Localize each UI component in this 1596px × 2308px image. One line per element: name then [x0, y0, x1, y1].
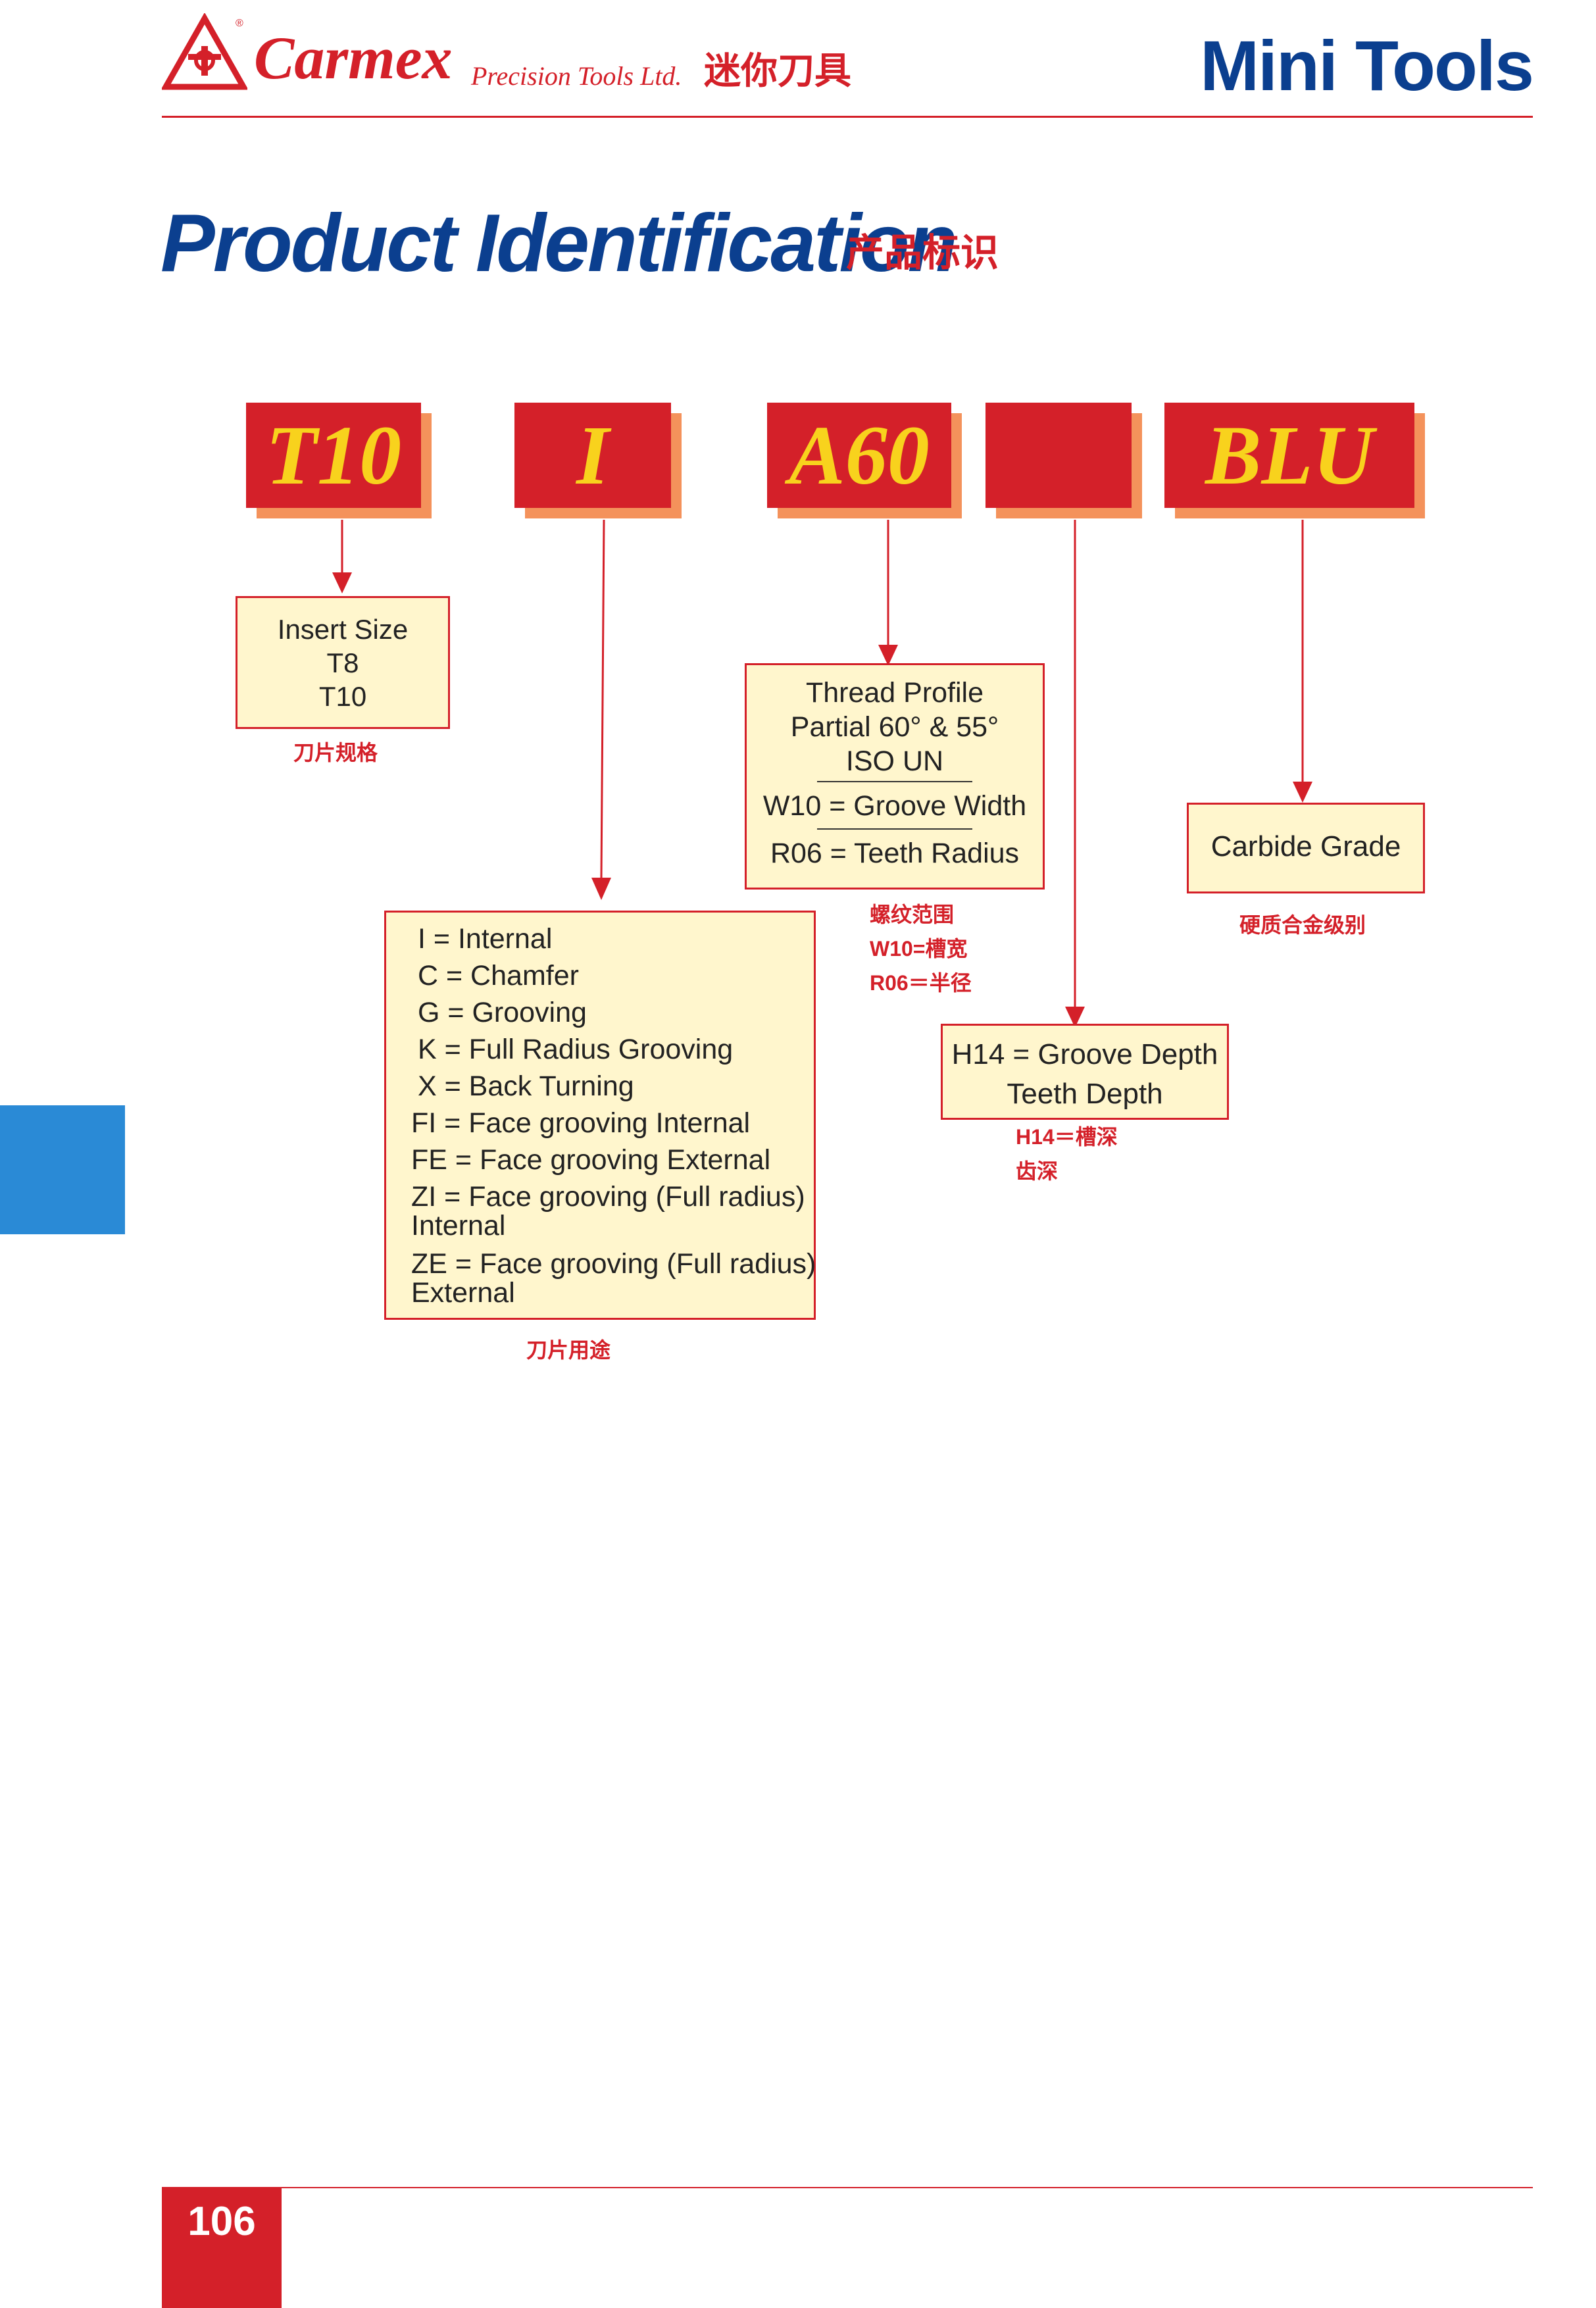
insert-size-box: Insert Size T8 T10 — [236, 596, 450, 729]
application-item-face-grooving-internal: FI = Face grooving Internal — [411, 1107, 751, 1139]
application-chinese: 刀片用途 — [526, 1338, 611, 1362]
groove-depth-h14: H14 = Groove Depth — [951, 1038, 1218, 1070]
thread-profile-w10: W10 = Groove Width — [762, 790, 1027, 822]
insert-size-t8: T8 — [326, 647, 359, 679]
insert-size-chinese: 刀片规格 — [293, 741, 378, 765]
arrowhead-application — [591, 878, 611, 900]
brand-name: Carmex — [254, 24, 453, 91]
insert-size-heading: Insert Size — [277, 614, 409, 645]
application-item-zi-internal: Internal — [411, 1210, 506, 1242]
arrowhead-insert-size — [332, 572, 352, 593]
thread-profile-chinese: 螺纹范围 — [870, 903, 955, 926]
application-item-ze-external: External — [411, 1277, 515, 1309]
page-title: Product Identification — [161, 198, 957, 289]
code-application: I — [514, 403, 671, 508]
groove-depth-teeth: Teeth Depth — [1007, 1078, 1163, 1110]
code-thread-profile: A60 — [767, 403, 951, 508]
carbide-grade-chinese: 硬质合金级别 — [1239, 913, 1366, 937]
connector-arrows — [332, 519, 1312, 1028]
groove-depth-box: H14 = Groove Depth Teeth Depth — [941, 1024, 1229, 1120]
carbide-grade-box: Carbide Grade — [1187, 803, 1425, 893]
application-item-back-turning: X = Back Turning — [418, 1070, 634, 1102]
application-item-chamfer: C = Chamfer — [418, 960, 579, 991]
code-insert-size: T10 — [246, 403, 421, 508]
brand-subtitle: Precision Tools Ltd. — [471, 61, 682, 91]
section-title: Mini Tools — [1200, 26, 1534, 105]
groove-depth-chinese-teeth: 齿深 — [1016, 1159, 1059, 1183]
application-item-internal: I = Internal — [418, 923, 553, 955]
footer-divider — [162, 2187, 1533, 2188]
arrowhead-groove-depth — [1065, 1007, 1085, 1028]
groove-depth-chinese: H14＝槽深 — [1016, 1125, 1118, 1149]
arrowhead-carbide-grade — [1293, 782, 1312, 803]
arrowhead-thread-profile — [878, 645, 898, 666]
application-item-face-grooving-external: FE = Face grooving External — [411, 1144, 771, 1176]
insert-size-t10: T10 — [318, 681, 367, 713]
page-number: 106 — [187, 2199, 256, 2244]
brand-chinese-label: 迷你刀具 — [704, 50, 851, 91]
page-title-chinese: 产品标识 — [846, 232, 999, 274]
thread-profile-partial: Partial 60° & 55° — [790, 711, 999, 743]
thread-profile-divider-2 — [817, 828, 972, 830]
carmex-logo-icon: ® — [162, 13, 247, 90]
thread-profile-heading: Thread Profile — [805, 677, 984, 709]
thread-profile-chinese-w10: W10=槽宽 — [870, 937, 968, 961]
code-carbide-grade: BLU — [1164, 403, 1414, 508]
thread-profile-iso-un: ISO UN — [845, 745, 944, 777]
thread-profile-divider-1 — [817, 781, 972, 782]
side-section-tab — [0, 1105, 125, 1234]
application-item-zi: ZI = Face grooving (Full radius) — [411, 1181, 805, 1213]
thread-profile-chinese-r06: R06＝半径 — [870, 971, 972, 995]
application-item-ze: ZE = Face grooving (Full radius) — [411, 1248, 816, 1280]
thread-profile-box: Thread Profile Partial 60° & 55° ISO UN … — [745, 663, 1045, 890]
application-box: I = Internal C = Chamfer G = Grooving K … — [384, 911, 816, 1320]
carbide-grade-label: Carbide Grade — [1210, 830, 1401, 863]
application-item-full-radius-grooving: K = Full Radius Grooving — [418, 1034, 734, 1065]
application-item-grooving: G = Grooving — [418, 997, 587, 1028]
thread-profile-r06: R06 = Teeth Radius — [770, 838, 1020, 869]
header-divider — [162, 116, 1533, 118]
page-number-badge — [162, 2188, 282, 2308]
svg-text:®: ® — [236, 18, 243, 29]
code-groove-depth — [985, 403, 1132, 508]
arrow-line-application — [600, 519, 605, 880]
